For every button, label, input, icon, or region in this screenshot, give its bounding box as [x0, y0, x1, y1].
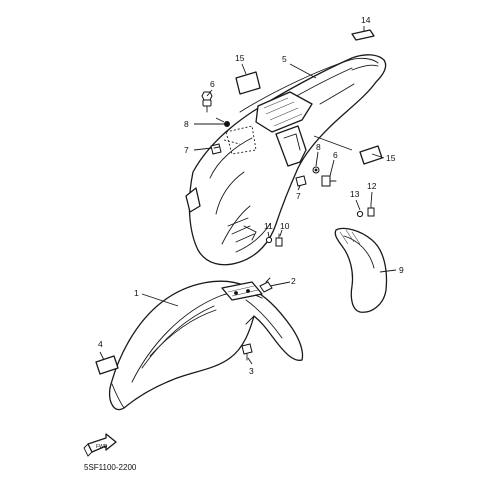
callout-numbers: 14 15 5 6 8 7 15 8 6 7 13 12 11 10 9 2 1… [98, 15, 404, 376]
front-fender-bolt-upper [259, 277, 273, 293]
callout-11: 11 [264, 221, 273, 231]
callout-5: 5 [282, 54, 287, 64]
mud-flap-screw [367, 203, 375, 217]
nut-right [295, 175, 307, 187]
rear-fender [185, 54, 387, 266]
callout-15-right: 15 [386, 153, 396, 163]
bolt-lower [275, 233, 283, 247]
callout-7-upper: 7 [184, 145, 189, 155]
callout-13: 13 [350, 189, 360, 199]
rear-fender-emblem [351, 29, 375, 41]
front-fender-bolt-lower [241, 343, 253, 361]
callout-3: 3 [249, 366, 254, 376]
callout-7-right: 7 [296, 191, 301, 201]
callout-1: 1 [134, 288, 139, 298]
mud-flap-washer [356, 210, 364, 218]
callout-15-left: 15 [235, 53, 245, 63]
collar-upper-left [223, 121, 230, 128]
callout-8-right: 8 [316, 142, 321, 152]
callout-4: 4 [98, 339, 103, 349]
nut-upper-left [210, 143, 222, 155]
callout-10: 10 [280, 221, 290, 231]
front-fender [108, 280, 304, 411]
forward-arrow-icon: FWD [83, 433, 117, 457]
callout-12: 12 [367, 181, 377, 191]
leader-lines [99, 26, 397, 365]
callout-2: 2 [291, 276, 296, 286]
callout-9: 9 [399, 265, 404, 275]
bolt-upper-left [201, 91, 213, 113]
catalog-code: 5SF1100-2200 [84, 463, 137, 472]
forward-marker-label: FWD [96, 444, 108, 450]
collar-right [312, 166, 320, 174]
callout-6-right: 6 [333, 150, 338, 160]
front-fender-decal [95, 355, 119, 375]
rear-fender-decal-left [235, 71, 261, 95]
callout-6-upper: 6 [210, 79, 215, 89]
mud-flap [334, 227, 388, 313]
bolt-right [321, 175, 337, 187]
callout-8-upper: 8 [184, 119, 189, 129]
callout-14: 14 [361, 15, 371, 25]
washer-lower [265, 236, 273, 244]
rear-fender-decal-right [359, 145, 383, 165]
